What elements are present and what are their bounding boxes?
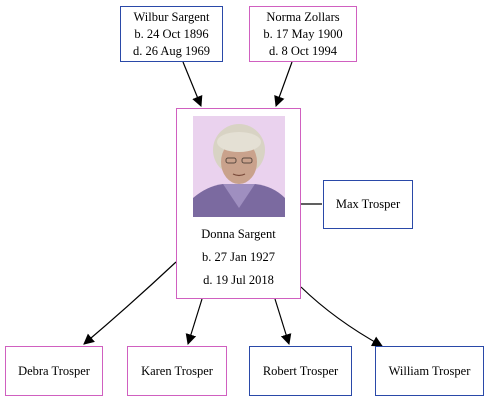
- person-name: Robert Trosper: [262, 363, 339, 378]
- edge-focus-to-child-4: [300, 286, 383, 347]
- person-name: Norma Zollars: [266, 9, 340, 24]
- person-name: Karen Trosper: [141, 363, 213, 378]
- portrait-icon: [192, 115, 285, 217]
- edge-mother-to-focus: [274, 61, 293, 108]
- person-name: William Trosper: [388, 363, 471, 378]
- person-node-child-3[interactable]: Robert Trosper: [249, 346, 352, 396]
- portrait-photo: [192, 115, 285, 217]
- person-node-father[interactable]: Wilbur Sargent b. 24 Oct 1896 d. 26 Aug …: [120, 6, 223, 62]
- edge-father-to-focus: [182, 61, 203, 107]
- person-name: Wilbur Sargent: [133, 9, 210, 24]
- person-node-child-2[interactable]: Karen Trosper: [127, 346, 227, 396]
- birth-date: b. 24 Oct 1896: [134, 26, 209, 41]
- edge-focus-to-child-1: [83, 261, 177, 345]
- person-name: Donna Sargent: [201, 226, 276, 241]
- person-name: Debra Trosper: [18, 363, 90, 378]
- person-node-spouse[interactable]: Max Trosper: [323, 180, 413, 229]
- person-node-focus[interactable]: Donna Sargent b. 27 Jan 1927 d. 19 Jul 2…: [176, 108, 301, 299]
- person-node-mother[interactable]: Norma Zollars b. 17 May 1900 d. 8 Oct 19…: [249, 6, 357, 62]
- death-date: d. 19 Jul 2018: [203, 272, 274, 287]
- birth-date: b. 27 Jan 1927: [202, 249, 275, 264]
- death-date: d. 8 Oct 1994: [268, 43, 338, 58]
- person-node-child-4[interactable]: William Trosper: [375, 346, 484, 396]
- edge-focus-to-child-2: [185, 298, 203, 346]
- death-date: d. 26 Aug 1969: [132, 43, 211, 58]
- person-name: Max Trosper: [335, 197, 401, 211]
- birth-date: b. 17 May 1900: [263, 26, 343, 41]
- edge-focus-to-child-3: [274, 298, 292, 346]
- person-node-child-1[interactable]: Debra Trosper: [5, 346, 103, 396]
